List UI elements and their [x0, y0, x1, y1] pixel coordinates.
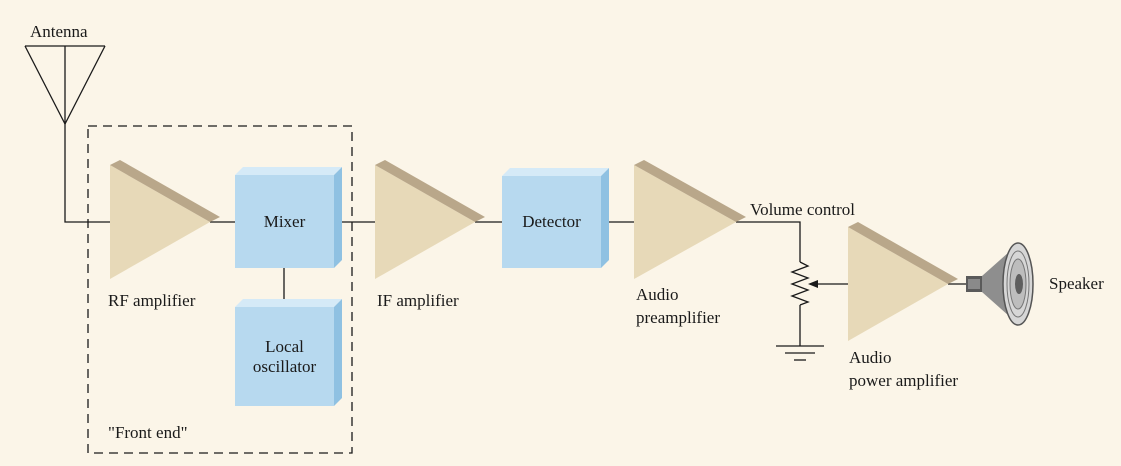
audio-preamplifier-label-line2: preamplifier	[636, 308, 721, 327]
volume-control-label: Volume control	[750, 200, 855, 219]
audio-preamplifier-label-line1: Audio	[636, 285, 679, 304]
speaker-icon	[966, 242, 1034, 326]
audio-power-amplifier-label-line1: Audio	[849, 348, 892, 367]
local-oscillator-line2: oscillator	[252, 356, 317, 376]
local-oscillator-label: Local oscillator	[235, 307, 334, 406]
detector-block	[502, 168, 609, 268]
if-amplifier-block	[375, 160, 485, 279]
front-end-label: "Front end"	[108, 423, 188, 442]
local-oscillator-block	[235, 299, 342, 406]
mixer-block	[235, 167, 342, 268]
local-oscillator-line1: Local	[265, 336, 304, 356]
front-end-boundary	[87, 125, 353, 454]
rf-amplifier-block	[110, 160, 220, 279]
detector-label: Detector	[522, 212, 581, 231]
audio-preamplifier-block	[634, 160, 746, 279]
audio-power-amplifier-block	[848, 222, 958, 341]
antenna-icon	[24, 45, 106, 125]
volume-potentiometer-icon	[790, 261, 818, 306]
antenna-label: Antenna	[30, 22, 88, 41]
if-amplifier-label: IF amplifier	[377, 291, 459, 310]
mixer-label: Mixer	[263, 211, 306, 231]
speaker-label: Speaker	[1049, 274, 1104, 293]
audio-power-amplifier-label-line2: power amplifier	[849, 371, 959, 390]
rf-amplifier-label: RF amplifier	[108, 291, 196, 310]
